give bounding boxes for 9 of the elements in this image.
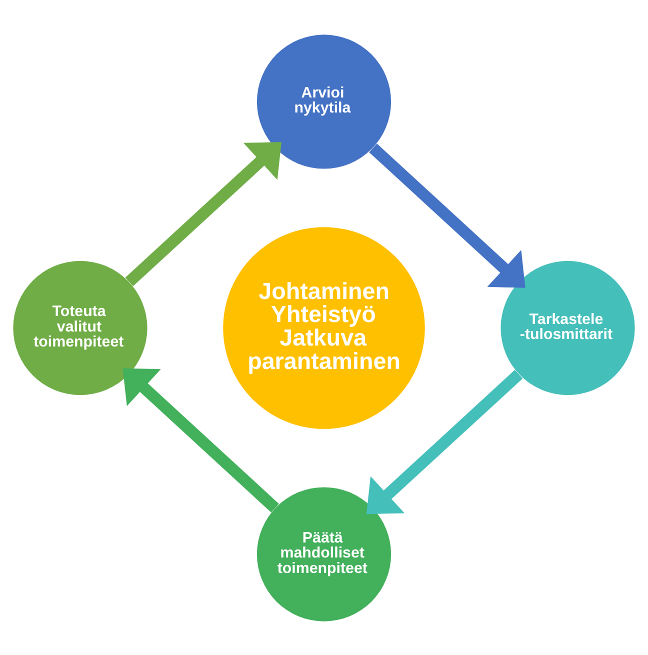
node-circle: Arvioi nykytila: [256, 34, 392, 168]
arrow: [122, 368, 279, 512]
arrow: [369, 143, 526, 288]
node-circle: Johtaminen Yhteistyö Jatkuva parantaminen: [223, 226, 425, 428]
node-circle: Tarkastele -tulosmittarit: [500, 260, 635, 395]
node-circle: Päätä mahdolliset toimenpiteet: [256, 486, 392, 621]
arrow: [125, 141, 282, 286]
arrow: [366, 369, 523, 514]
node-circle: Toteuta valitut toimenpiteet: [13, 260, 148, 395]
